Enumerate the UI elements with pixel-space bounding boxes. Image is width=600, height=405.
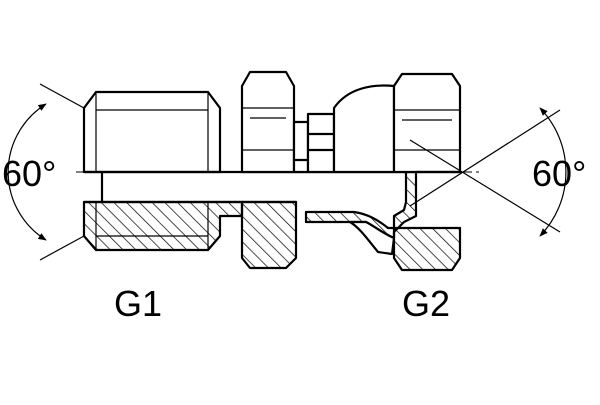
g1-stud-body xyxy=(82,90,244,252)
bore xyxy=(82,170,408,204)
right-cone-lines xyxy=(409,109,561,233)
middle-hex xyxy=(240,70,298,270)
left-angle-arc xyxy=(7,103,47,241)
port-g1-label: G1 xyxy=(114,283,162,324)
neck xyxy=(292,112,336,174)
angle-left-label: 60° xyxy=(2,153,56,194)
angle-right-label: 60° xyxy=(532,153,586,194)
port-g2-label: G2 xyxy=(402,283,450,324)
right-angle-arc xyxy=(539,107,567,237)
left-cone-lines xyxy=(39,83,85,261)
